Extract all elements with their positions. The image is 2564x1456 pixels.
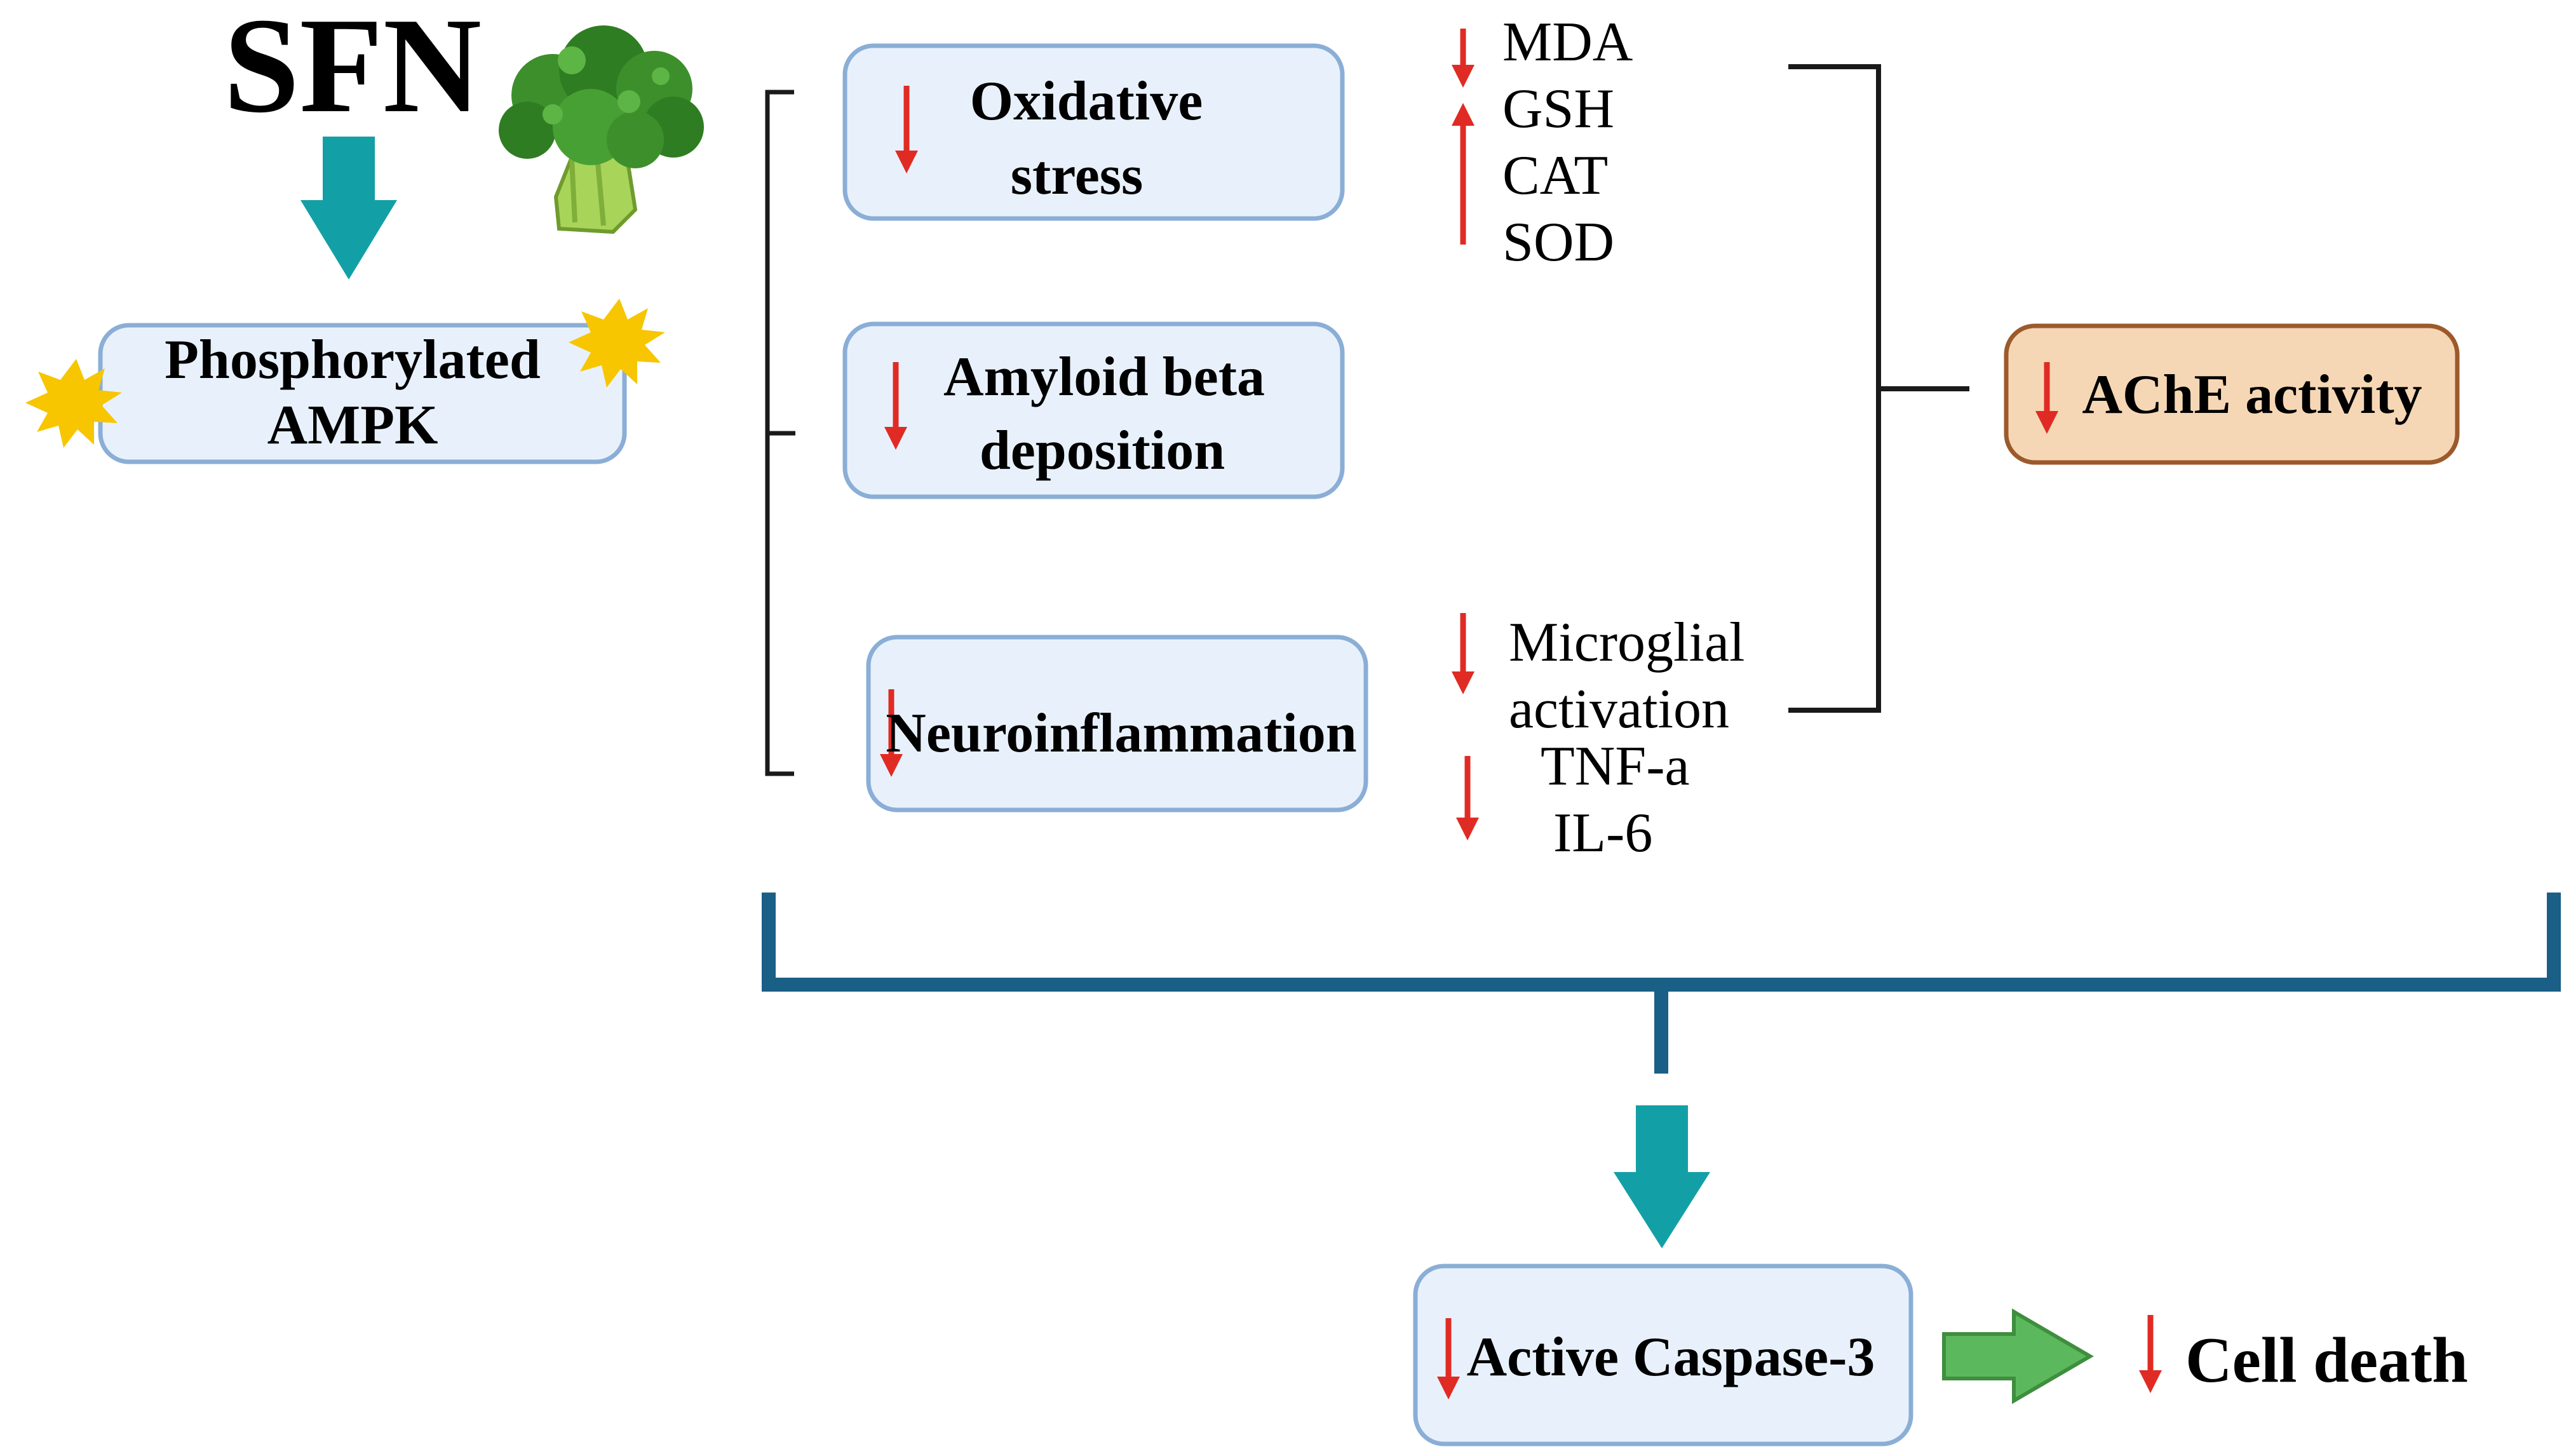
ampk-label-line1: Phosphorylated [165,329,541,391]
neuroinflammation-label: Neuroinflammation [886,703,1356,764]
starburst-icon [25,299,665,448]
bottom-bracket [762,893,2561,1074]
ampk-label-line2: AMPK [267,394,438,456]
marker-mda: MDA [1502,11,1633,73]
marker-il6: IL-6 [1553,802,1652,864]
marker-tnf: TNF-a [1541,736,1690,797]
left-bracket [765,90,795,776]
marker-activation: activation [1509,678,1729,740]
amyloid-beta-line1: Amyloid beta [943,346,1265,408]
oxidative-stress-line2: stress [1011,145,1144,206]
sfn-to-ampk-arrow [300,137,397,280]
right-bracket [1788,64,1969,713]
amyloid-beta-line2: deposition [980,420,1225,482]
oxidative-stress-box [842,43,1345,221]
ache-activity-box [2004,323,2460,465]
active-caspase-label: Active Caspase-3 [1467,1326,1875,1388]
active-caspase-box [1413,1264,1913,1446]
marker-gsh: GSH [1502,78,1614,140]
marker-sod: SOD [1502,212,1614,273]
cell-death-label: Cell death [2185,1325,2468,1396]
ache-activity-label: AChE activity [2082,364,2422,426]
to-caspase-arrow [1614,1105,1710,1248]
amyloid-beta-box [842,321,1345,499]
marker-microglial: Microglial [1509,612,1744,673]
neuroinflammation-box [866,635,1368,812]
oxidative-stress-line1: Oxidative [970,71,1203,132]
sfn-title: SFN [224,0,482,141]
broccoli-icon [499,25,704,234]
marker-cat: CAT [1502,145,1608,206]
to-cell-death-arrow [1942,1308,2094,1405]
